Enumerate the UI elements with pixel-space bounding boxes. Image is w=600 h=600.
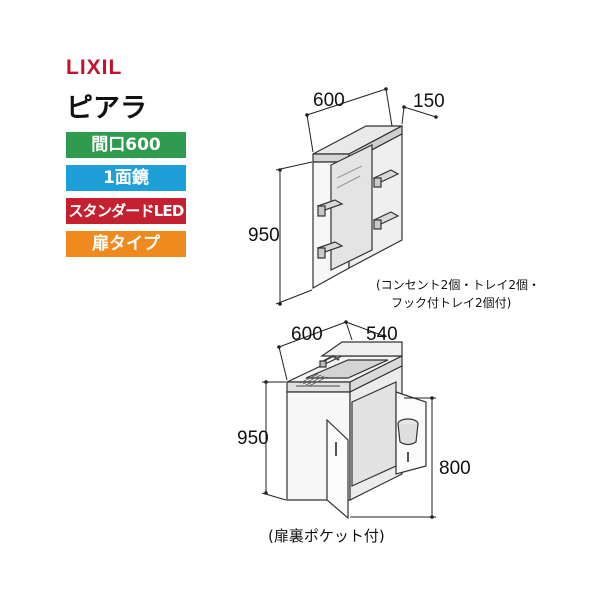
vanity-dimension-lines [261,321,436,518]
series-name: ピアラ [66,93,147,124]
mirror-height-label: 950 [248,225,280,246]
badge-lighting: スタンダードLED [66,198,186,224]
lixil-logo: LIXIL [66,56,123,79]
mirror-accessory-note-1: (コンセント2個・トレイ2個・ [376,278,540,292]
badge-door-type: 扉タイプ [66,231,186,257]
badge-frontage: 間口600 [66,132,186,158]
mirror-dimension-lines [275,88,437,305]
vanity-door-pocket-caption: (扉裏ポケット付) [268,527,385,545]
mirror-accessory-note-2: フック付トレイ2個付) [391,296,511,310]
vanity-counter-height-label: 800 [439,458,471,479]
mirror-width-label: 600 [313,90,345,111]
mirror-cabinet-drawing [312,125,403,290]
vanity-cabinet-drawing [286,341,427,520]
badge-mirror-type: 1面鏡 [66,165,186,191]
vanity-depth-label: 540 [366,324,398,345]
vanity-width-label: 600 [291,324,323,345]
vanity-dimension-ticks [264,320,434,519]
vanity-height-label: 950 [237,428,269,449]
mirror-dimension-ticks [278,87,438,306]
mirror-depth-label: 150 [413,91,445,112]
